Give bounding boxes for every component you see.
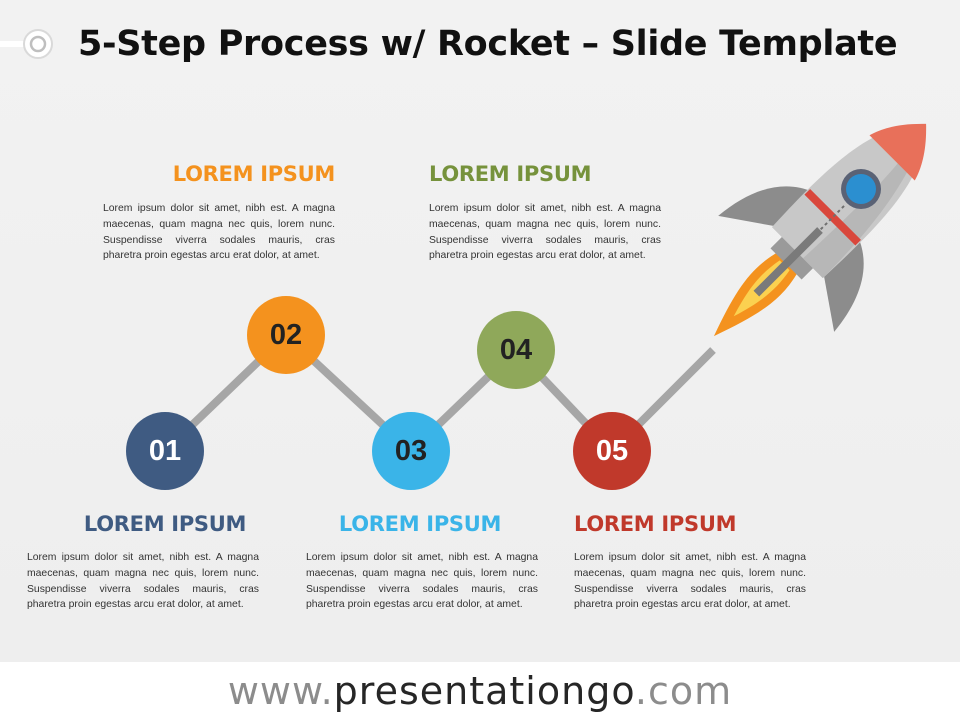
step-02-circle: 02 xyxy=(247,296,325,374)
rocket-icon xyxy=(713,123,927,337)
footer-bar xyxy=(0,662,960,720)
step-01-description: Lorem ipsum dolor sit amet, nibh est. A … xyxy=(27,552,259,611)
step-01-number: 01 xyxy=(148,434,182,467)
footer-website-link[interactable]: www.presentationgo.com xyxy=(0,669,960,713)
slide-canvas: 5-Step Process w/ Rocket – Slide Templat… xyxy=(0,0,960,662)
step-04-heading: LOREM IPSUM xyxy=(429,162,592,186)
step-05-description: Lorem ipsum dolor sit amet, nibh est. A … xyxy=(574,552,806,611)
step-03-circle: 03 xyxy=(372,412,450,490)
step-01-circle: 01 xyxy=(126,412,204,490)
footer-url-prefix: www. xyxy=(227,669,334,713)
step-05-number: 05 xyxy=(595,434,629,467)
step-01-heading: LOREM IPSUM xyxy=(83,512,247,536)
step-02-heading: LOREM IPSUM xyxy=(172,162,336,186)
step-04-description: Lorem ipsum dolor sit amet, nibh est. A … xyxy=(429,203,661,262)
pin-icon xyxy=(0,29,53,59)
step-02-number: 02 xyxy=(269,318,303,351)
step-04-circle: 04 xyxy=(477,311,555,389)
step-02-description: Lorem ipsum dolor sit amet, nibh est. A … xyxy=(103,203,335,262)
step-05-heading: LOREM IPSUM xyxy=(574,512,737,536)
step-03-heading: LOREM IPSUM xyxy=(338,512,502,536)
step-03-description: Lorem ipsum dolor sit amet, nibh est. A … xyxy=(306,552,538,611)
step-05-circle: 05 xyxy=(573,412,651,490)
step-03-number: 03 xyxy=(394,434,428,467)
step-04-number: 04 xyxy=(499,333,533,366)
page-title: 5-Step Process w/ Rocket – Slide Templat… xyxy=(78,24,898,64)
footer-url-name: presentationgo xyxy=(333,669,635,713)
footer-url-suffix: .com xyxy=(634,669,733,713)
